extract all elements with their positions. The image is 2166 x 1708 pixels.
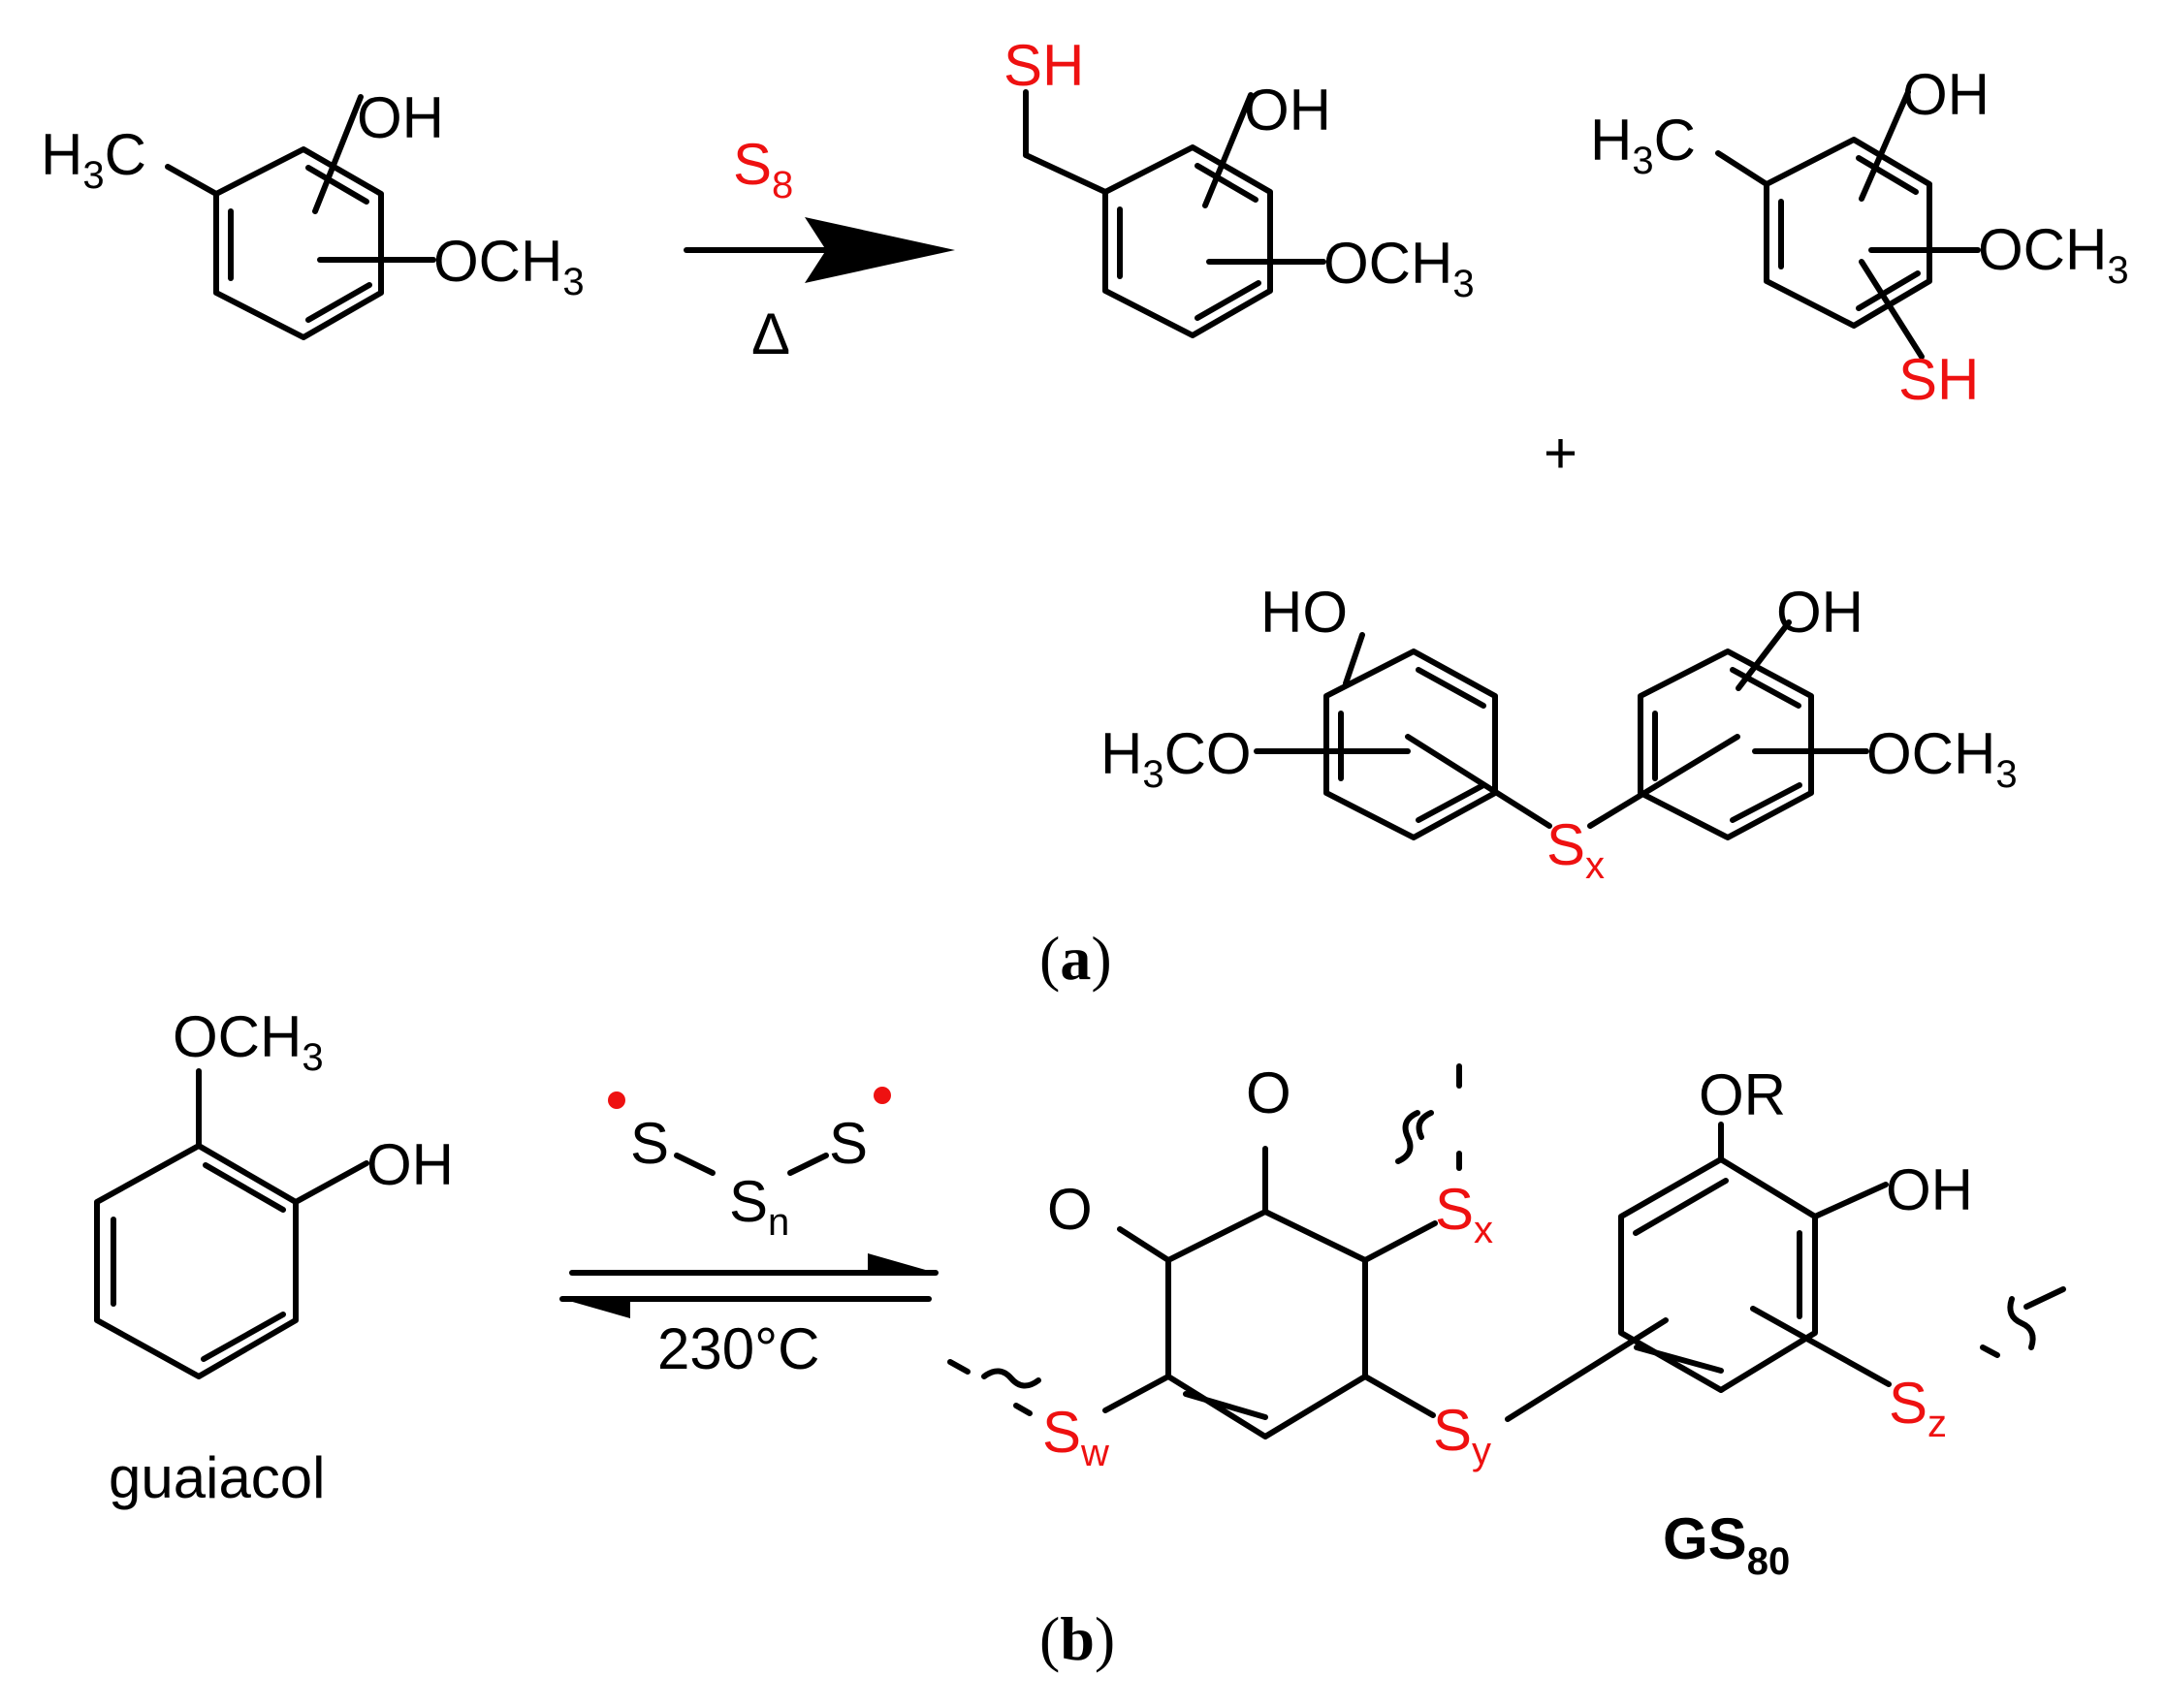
polysulfide-bridge-subscript: x <box>1585 844 1605 887</box>
methoxy-label: OCH <box>1978 217 2107 282</box>
wavy-bond-x <box>1395 1110 1434 1164</box>
methoxy-subscript: 3 <box>562 261 584 303</box>
scheme-a: H3C OH OCH3 S8 Δ SH OH OCH3 <box>41 33 2129 993</box>
reverse-half-arrowhead <box>562 1299 630 1318</box>
wavy-bond-z <box>2007 1296 2036 1350</box>
polysulfide-bridge-label: S <box>1546 812 1585 877</box>
sulfur-reagent-subscript: 8 <box>772 164 793 206</box>
hydroxy-label: OH <box>1902 62 1990 127</box>
gs80-name: GS <box>1663 1506 1747 1571</box>
polysulfur-chain-label: S <box>729 1169 768 1234</box>
svg-text:OCH3: OCH3 <box>433 229 585 303</box>
methoxy-subscript: 3 <box>1452 263 1474 305</box>
svg-text:Sx: Sx <box>1435 1177 1493 1251</box>
temperature-label: 230°C <box>657 1316 819 1381</box>
methoxy-label: OCH <box>1323 231 1452 296</box>
product-a3-structure: HO OH H3CO OCH3 Sx <box>1100 580 2018 887</box>
wavy-bond-w <box>981 1368 1041 1389</box>
methyl-carbon-label: C <box>1654 108 1696 173</box>
methoxy-subscript: 3 <box>302 1036 323 1079</box>
methoxy-label: OCH <box>173 1004 302 1069</box>
methyl-subscript: 3 <box>82 154 104 197</box>
sulfur-w-label: S <box>1042 1400 1081 1465</box>
sulfur-y-label: S <box>1433 1398 1472 1463</box>
svg-text:S8: S8 <box>733 132 793 206</box>
radical-sulfur-left: S <box>630 1111 669 1176</box>
radical-dot-right <box>874 1087 891 1104</box>
hydroxy-label: OH <box>1244 78 1331 142</box>
caption-b: (b) <box>1039 1604 1115 1673</box>
svg-text:OCH3: OCH3 <box>1866 721 2018 796</box>
heat-symbol: Δ <box>751 301 790 366</box>
hydroxy-right-label: OH <box>1776 580 1863 645</box>
hydroxy-left-label: HO <box>1260 580 1348 645</box>
sulfur-x-label: S <box>1435 1177 1474 1242</box>
methyl-label: H <box>1590 108 1632 173</box>
product-a1-structure: SH OH OCH3 <box>1003 33 1475 338</box>
alkoxy-label: OR <box>1699 1062 1786 1127</box>
gs80-structure: O O OR OH Sx Sw Sy Sz GS80 <box>947 1060 2066 1583</box>
forward-half-arrowhead <box>868 1253 936 1273</box>
sulfur-y-subscript: y <box>1472 1430 1491 1472</box>
sulfur-reagent-label: S <box>733 132 772 197</box>
methoxy-label: OCH <box>433 229 562 294</box>
methoxy-right-subscript: 3 <box>1995 753 2017 796</box>
svg-text:H3C: H3C <box>41 122 146 197</box>
svg-text:GS80: GS80 <box>1663 1506 1790 1583</box>
reaction-arrow-a: S8 Δ <box>684 132 955 366</box>
radical-dot-left <box>608 1091 625 1109</box>
radical-sulfur-right: S <box>829 1111 868 1176</box>
sulfur-x-subscript: x <box>1474 1209 1493 1251</box>
svg-text:H3CO: H3CO <box>1100 721 1252 796</box>
methyl-carbon-label: C <box>105 122 146 187</box>
hydroxy-label: OH <box>1886 1157 1973 1222</box>
guaiacol-name: guaiacol <box>109 1445 326 1510</box>
methoxy-left-rest: CO <box>1164 721 1252 786</box>
svg-text:Sw: Sw <box>1042 1400 1109 1474</box>
caption-a: (a) <box>1039 924 1112 993</box>
guaiacol-structure: OCH3 OH guaiacol <box>94 1004 454 1510</box>
ketone-oxygen-top: O <box>1246 1060 1291 1125</box>
hydroxy-label: OH <box>357 85 444 150</box>
scheme-b: OCH3 OH guaiacol S S Sn 230°C <box>94 1004 2066 1673</box>
gs80-subscript: 80 <box>1747 1540 1791 1583</box>
benzylic-thiol-label: SH <box>1003 33 1084 98</box>
product-a2-structure: H3C OH OCH3 SH <box>1590 62 2129 412</box>
svg-text:Sx: Sx <box>1546 812 1605 887</box>
plus-sign: + <box>1544 421 1577 486</box>
ketone-oxygen-left: O <box>1047 1177 1093 1242</box>
svg-text:OCH3: OCH3 <box>1978 217 2129 292</box>
svg-text:H3C: H3C <box>1590 108 1696 182</box>
ring-thiol-label: SH <box>1898 347 1979 412</box>
methyl-subscript: 3 <box>1632 140 1653 182</box>
svg-text:OCH3: OCH3 <box>173 1004 324 1079</box>
svg-text:Sn: Sn <box>729 1169 789 1244</box>
methoxy-left-subscript: 3 <box>1142 753 1163 796</box>
equilibrium-arrow-b: S S Sn 230°C <box>559 1087 939 1381</box>
hydroxy-label: OH <box>366 1132 454 1197</box>
sulfur-w-subscript: w <box>1080 1432 1109 1474</box>
methoxy-left-label: H <box>1100 721 1142 786</box>
sulfur-z-label: S <box>1889 1371 1927 1436</box>
svg-text:Sz: Sz <box>1889 1371 1947 1445</box>
methyl-label: H <box>41 122 82 187</box>
methoxy-subscript: 3 <box>2107 249 2128 292</box>
methoxy-right-label: OCH <box>1866 721 1995 786</box>
reactant-a-structure: H3C OH OCH3 <box>41 85 585 340</box>
arrowhead <box>805 217 955 283</box>
svg-text:OCH3: OCH3 <box>1323 231 1475 305</box>
sulfur-z-subscript: z <box>1927 1403 1947 1445</box>
svg-text:Sy: Sy <box>1433 1398 1491 1472</box>
polysulfur-chain-subscript: n <box>768 1201 789 1244</box>
